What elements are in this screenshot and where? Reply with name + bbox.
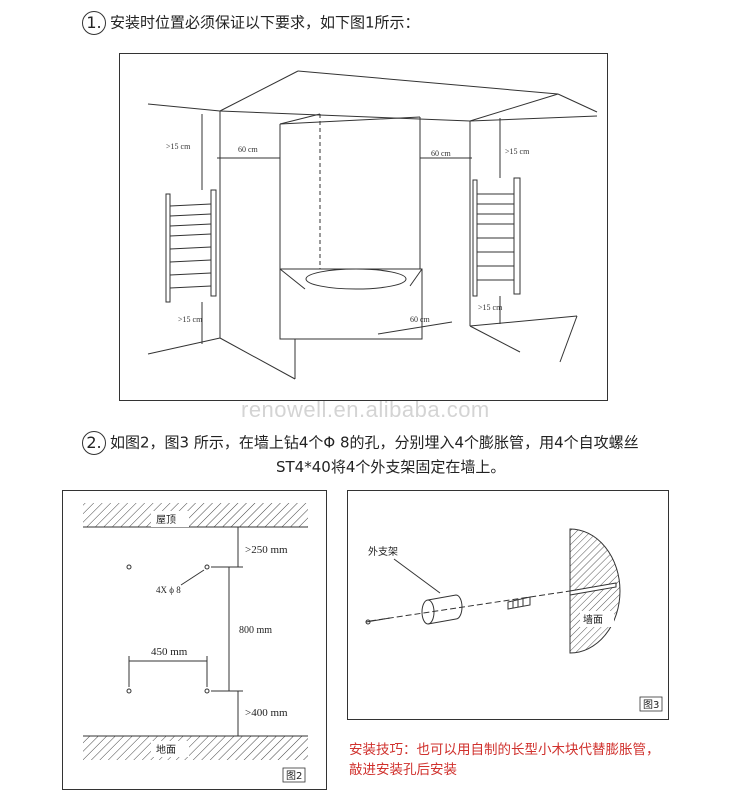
bottom-clearance-label: >400 mm (245, 707, 288, 719)
figure-3-frame: 墙面 外支架 图3 (347, 490, 669, 720)
right-bottom-clearance-label: >15 cm (478, 303, 503, 312)
width-dimension-label: 450 mm (151, 646, 188, 658)
step-1-text: 安装时位置必须保证以下要求，如下图1所示： (110, 13, 420, 32)
left-gap-label: 60 cm (238, 145, 259, 154)
installation-tip: 安装技巧：也可以用自制的长型小木块代替膨胀管， 敲进安装孔后安装 (349, 740, 660, 780)
height-dimension-label: 800 mm (239, 625, 272, 636)
ceiling-label: 屋顶 (156, 514, 176, 526)
floor-label: 地面 (156, 743, 176, 756)
tip-line-2: 敲进安装孔后安装 (349, 762, 457, 778)
mounting-holes-diagram: 屋顶 地面 >250 mm 4X ϕ 8 800 mm 450 mm >400 … (83, 503, 308, 783)
wall-label: 墙面 (583, 613, 603, 626)
figure-1-frame: >15 cm 60 cm >15 cm 60 cm >15 cm >15 cm … (119, 53, 608, 401)
top-clearance-label: >250 mm (245, 544, 288, 556)
figure-2-frame: 屋顶 地面 >250 mm 4X ϕ 8 800 mm 450 mm >400 … (62, 490, 327, 790)
bracket-label: 外支架 (368, 546, 398, 558)
step-number-1: 1. (82, 11, 106, 35)
hole-bottom-right (204, 688, 210, 694)
step-number-2: 2. (82, 431, 106, 455)
step-2-heading: 2.如图2，图3 所示，在墙上钻4个Φ 8的孔，分别埋入4个膨胀管，用4个自攻螺… (82, 431, 639, 455)
hole-spec-label: 4X ϕ 8 (156, 585, 181, 595)
bathroom-diagram: >15 cm 60 cm >15 cm 60 cm >15 cm >15 cm … (147, 70, 598, 380)
left-bottom-clearance-label: >15 cm (178, 315, 203, 324)
hole-top-right (204, 564, 210, 570)
figure-3-caption: 图3 (643, 699, 659, 711)
right-top-clearance-label: >15 cm (505, 147, 530, 156)
watermark: renowell.en.alibaba.com (241, 397, 490, 422)
hole-top-left (126, 564, 132, 570)
figure-2-caption: 图2 (286, 770, 302, 782)
right-gap-label: 60 cm (431, 149, 452, 158)
step-2-line-1: 如图2，图3 所示，在墙上钻4个Φ 8的孔，分别埋入4个膨胀管，用4个自攻螺丝 (110, 433, 639, 452)
tip-line-1: 安装技巧：也可以用自制的长型小木块代替膨胀管， (349, 742, 660, 758)
step-2-line-2: ST4*40将4个外支架固定在墙上。 (276, 458, 506, 476)
hole-bottom-left (126, 688, 132, 694)
tub-gap-label: 60 cm (410, 315, 431, 324)
bracket-assembly-diagram: 墙面 外支架 图3 (365, 528, 663, 712)
step-1-heading: 1.安装时位置必须保证以下要求，如下图1所示： (82, 11, 420, 35)
left-top-clearance-label: >15 cm (166, 142, 191, 151)
